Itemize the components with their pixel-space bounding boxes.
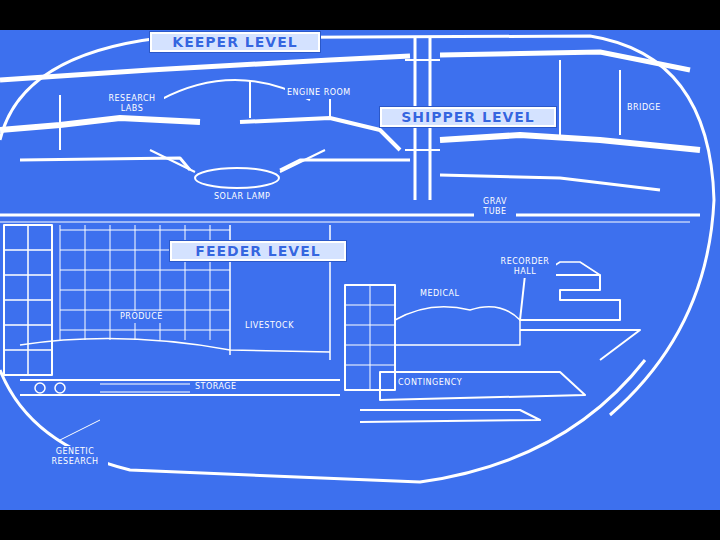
level-name: KEEPER LEVEL: [172, 34, 297, 50]
area-label: STORAGE: [193, 381, 239, 393]
area-label: GRAV TUBE: [474, 196, 516, 218]
area-label: BRIDGE: [625, 102, 663, 114]
level-band: KEEPER LEVEL: [150, 32, 320, 52]
level-name: FEEDER LEVEL: [195, 243, 320, 259]
level-band: FEEDER LEVEL: [170, 241, 346, 261]
area-label: RESEARCH LABS: [100, 93, 164, 115]
area-label: PRODUCE: [118, 311, 165, 323]
area-label: RECORDER HALL: [494, 256, 556, 278]
area-label: MEDICAL: [418, 288, 462, 300]
level-band: SHIPPER LEVEL: [380, 107, 556, 127]
area-label: SOLAR LAMP: [212, 191, 272, 203]
area-label: LIVESTOCK: [243, 320, 296, 332]
area-label: GENETIC RESEARCH: [42, 446, 108, 468]
area-label: CONTINGENCY: [396, 377, 464, 389]
area-label: ENGINE ROOM: [285, 87, 353, 99]
level-name: SHIPPER LEVEL: [401, 109, 535, 125]
